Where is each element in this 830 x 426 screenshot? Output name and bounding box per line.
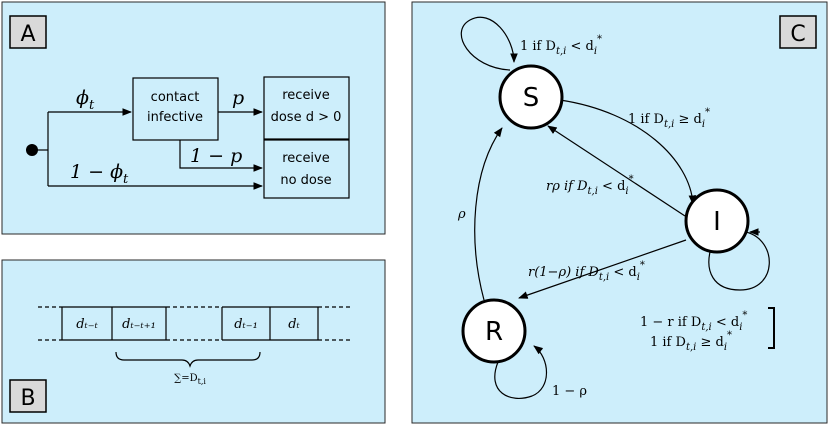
panel-b <box>1 259 386 424</box>
contact-line2: infective <box>147 110 203 125</box>
panel-c-badge-label: C <box>790 22 805 47</box>
state-i <box>684 188 750 254</box>
cell-d-t-minus-T-plus-1: dₜ₋ₜ₊₁ <box>122 317 156 332</box>
contact-line1: contact <box>151 90 200 105</box>
panel-b-badge-label: B <box>20 386 35 411</box>
i-self-line1: 1 − r if Dt,i < di* <box>640 310 747 333</box>
cell-d-t-minus-1: dₜ₋₁ <box>234 317 258 332</box>
nodose-line2: no dose <box>280 173 331 188</box>
panel-b-badge <box>9 379 47 413</box>
contact-infective-box <box>132 77 219 141</box>
phi-label: ϕt <box>76 87 95 113</box>
arrow-contact-to-nodose <box>179 140 263 172</box>
state-i-label: I <box>713 207 721 237</box>
r-to-s-label: ρ <box>457 207 466 222</box>
panel-c-badge <box>779 15 817 49</box>
i-self-line2: 1 if Dt,i ≥ di* <box>650 330 732 353</box>
dose-line2: dose d > 0 <box>271 110 342 125</box>
edge-i-to-r <box>518 239 687 299</box>
one-minus-p-label: 1 − p <box>190 145 242 167</box>
one-minus-phi-label: 1 − ϕt <box>70 161 129 187</box>
state-s <box>498 64 564 130</box>
edge-s-to-i <box>559 99 697 205</box>
state-r <box>461 298 527 364</box>
i-to-s-label: rρ if Dt,i < di* <box>546 174 634 197</box>
s-to-i-label: 1 if Dt,i ≥ di* <box>628 107 710 130</box>
s-self-loop-label: 1 if Dt,i < di* <box>520 34 602 57</box>
r-self-loop-label: 1 − ρ <box>552 384 587 399</box>
state-s-label: S <box>523 83 540 113</box>
r-self-loop <box>494 345 547 400</box>
receive-nodose-box <box>263 139 350 199</box>
nodose-line1: receive <box>282 151 330 166</box>
i-to-r-label: r(1−ρ) if Dt,i < di* <box>528 260 645 283</box>
panel-c <box>411 1 828 424</box>
panel-a-badge <box>9 15 47 49</box>
i-self-loop <box>708 231 770 291</box>
dose-line1: receive <box>282 88 330 103</box>
p-label: p <box>232 87 244 109</box>
panel-a-badge-label: A <box>20 22 35 47</box>
cell-d-t: dₜ <box>288 317 300 332</box>
sum-label: ∑=Dt,i <box>174 373 206 386</box>
receive-dose-box <box>263 76 350 140</box>
s-self-loop <box>460 16 518 71</box>
cell-d-t-minus-T: dₜ₋ₜ <box>76 317 98 332</box>
edge-i-to-s <box>547 125 686 217</box>
i-self-bracket <box>768 307 775 349</box>
edge-r-to-s <box>474 127 503 301</box>
state-r-label: R <box>485 317 503 347</box>
sum-brace <box>115 351 261 368</box>
